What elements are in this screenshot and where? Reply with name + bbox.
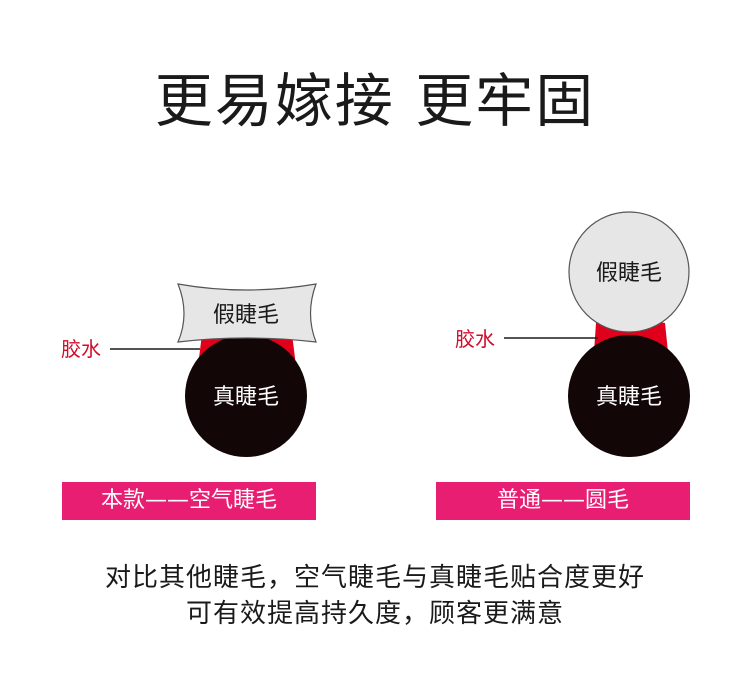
- left-banner: 本款——空气睫毛: [62, 482, 316, 520]
- left-natural-lash-label: 真睫毛: [213, 385, 279, 410]
- left-natural-lash: [185, 335, 307, 457]
- right-diagram: 假睫毛 真睫毛 胶水: [455, 211, 690, 457]
- caption-line-1: 对比其他睫毛，空气睫毛与真睫毛贴合度更好: [104, 563, 645, 593]
- right-false-lash-label: 假睫毛: [596, 261, 662, 286]
- right-banner: 普通——圆毛: [436, 482, 690, 520]
- right-natural-lash-label: 真睫毛: [596, 385, 662, 410]
- left-glue-label: 胶水: [61, 337, 101, 361]
- caption-line-2: 可有效提高持久度，顾客更满意: [185, 599, 564, 629]
- page-title: 更易嫁接 更牢固: [154, 67, 596, 135]
- left-diagram: 假睫毛 真睫毛 胶水: [61, 283, 317, 457]
- left-false-lash: [177, 283, 317, 343]
- right-natural-lash: [568, 335, 690, 457]
- left-false-lash-label: 假睫毛: [213, 303, 279, 328]
- right-glue-label: 胶水: [455, 327, 495, 351]
- right-false-lash: [568, 211, 690, 333]
